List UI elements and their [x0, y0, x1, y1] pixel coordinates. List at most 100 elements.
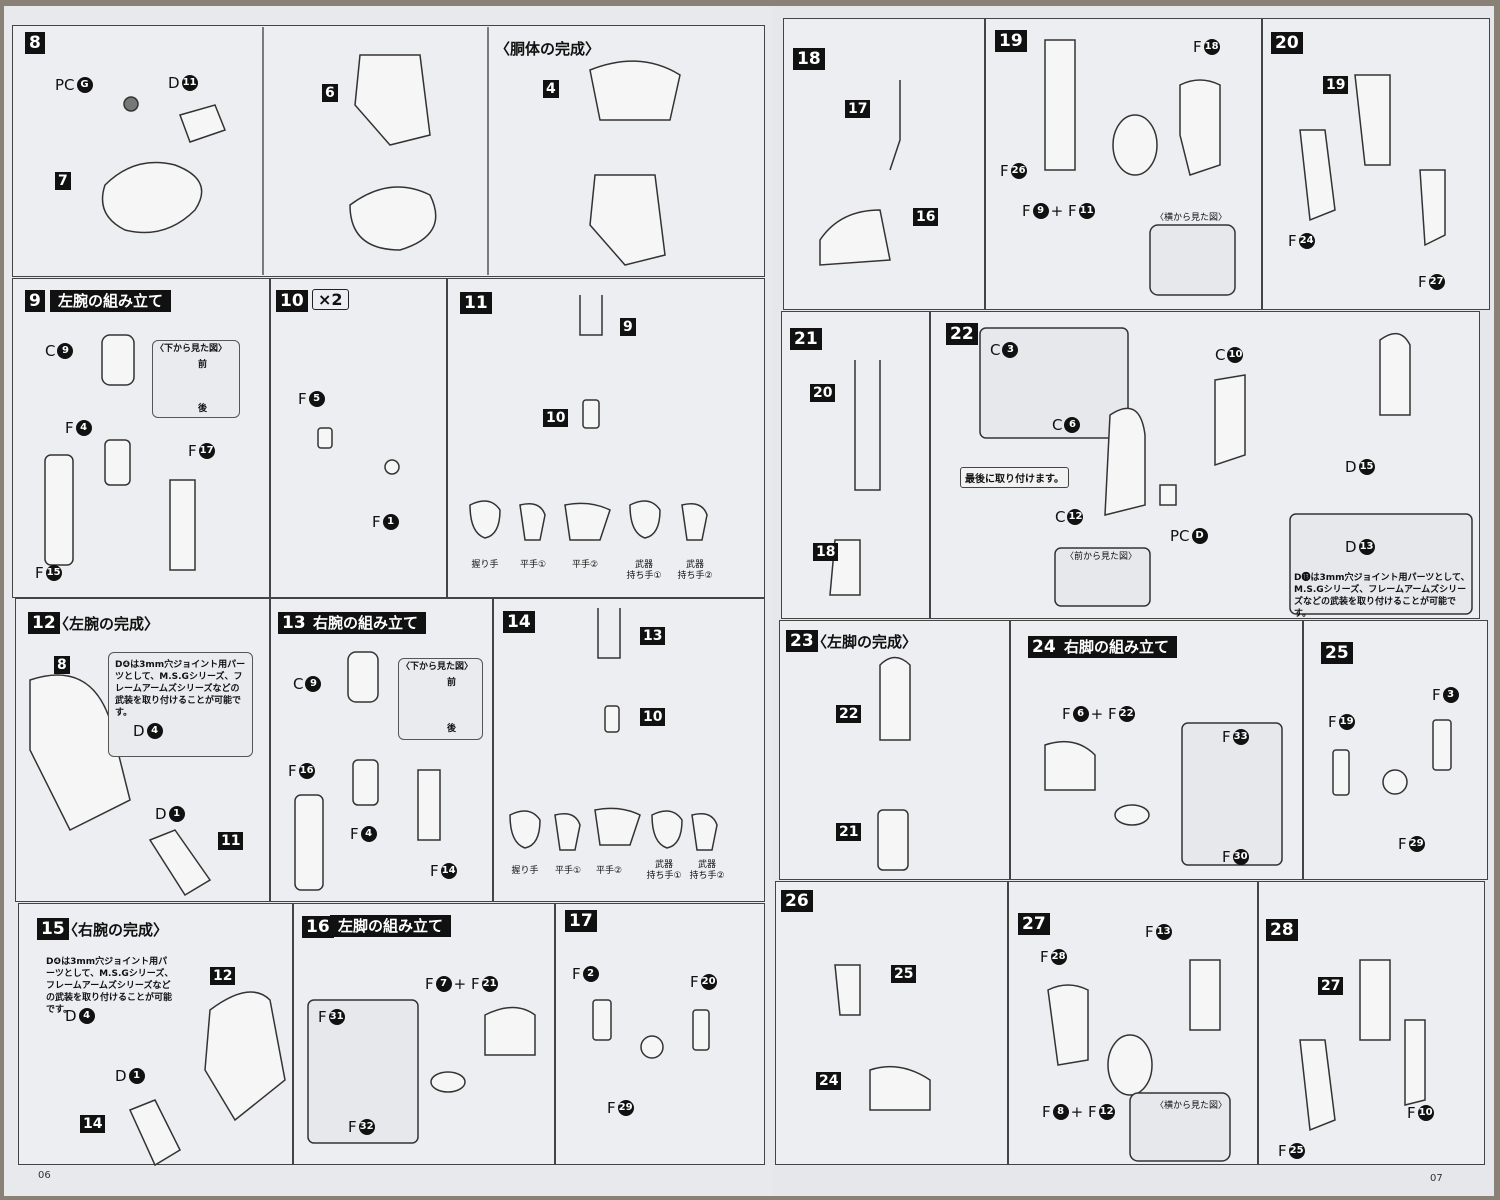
subassembly-label: 17	[845, 100, 871, 118]
view-label: 〈前から見た図〉	[1065, 552, 1138, 562]
step-title: 右脚の組み立て	[1056, 636, 1178, 658]
step-title: 左脚の組み立て	[330, 915, 452, 937]
step-number: 11	[460, 292, 492, 314]
step-number: 19	[995, 30, 1027, 52]
step-number: 21	[790, 328, 822, 350]
hand-label: 武器 持ち手①	[626, 560, 662, 581]
subassembly-label: 13	[640, 627, 666, 645]
panel-step-14	[493, 598, 765, 902]
panel-step-26	[775, 881, 1008, 1165]
step-number: 16	[302, 916, 334, 938]
step-title: 左腕の組み立て	[50, 290, 172, 312]
hand-label: 武器 持ち手②	[689, 860, 725, 881]
hand-label: 平手①	[554, 866, 582, 876]
subassembly-label: 10	[640, 708, 666, 726]
hand-label: 握り手	[471, 560, 499, 570]
step-number: 15	[37, 918, 69, 940]
hand-label: 武器 持ち手②	[677, 560, 713, 581]
quantity-badge: ×2	[312, 289, 349, 310]
view-note: 〈下から見た図〉前後	[152, 340, 240, 418]
panel-step-17	[555, 903, 765, 1165]
subassembly-label: 12	[210, 967, 236, 985]
page-number-left: 06	[38, 1170, 51, 1181]
subassembly-label: 4	[543, 80, 559, 98]
compatibility-note: D❹は3mm穴ジョイント用パーツとして、M.S.Gシリーズ、フレームアームズシリ…	[46, 957, 174, 1015]
subassembly-label: 21	[836, 823, 862, 841]
step-title: 〈左腕の完成〉	[54, 615, 160, 633]
compatibility-note: D⓭は3mm穴ジョイント用パーツとして、M.S.Gシリーズ、フレームアームズシリ…	[1294, 573, 1470, 619]
step-number: 23	[786, 630, 818, 652]
subassembly-label: 11	[218, 832, 244, 850]
step-number: 25	[1321, 642, 1353, 664]
step-number: 27	[1018, 913, 1050, 935]
panel-step-11	[447, 278, 765, 598]
step-title: 〈胴体の完成〉	[495, 40, 601, 58]
step-number: 17	[565, 910, 597, 932]
step-number: 18	[793, 48, 825, 70]
step-number: 13	[278, 612, 310, 634]
view-label: 〈横から見た図〉	[1155, 213, 1228, 223]
step-title: 〈右腕の完成〉	[63, 921, 169, 939]
view-note: 〈下から見た図〉前後	[398, 658, 483, 740]
subassembly-label: 6	[322, 84, 338, 102]
subassembly-label: 25	[891, 965, 917, 983]
step-title: 〈左脚の完成〉	[812, 633, 918, 651]
subassembly-label: 8	[54, 656, 70, 674]
step-number: 9	[25, 290, 45, 312]
step-number: 28	[1266, 919, 1298, 941]
subassembly-label: 27	[1318, 977, 1344, 995]
step-number: 26	[781, 890, 813, 912]
step-number: 22	[946, 323, 978, 345]
compatibility-note: D❹は3mm穴ジョイント用パーツとして、M.S.Gシリーズ、フレームアームズシリ…	[108, 652, 253, 757]
step-number: 12	[28, 612, 60, 634]
page-number-right: 07	[1430, 1173, 1443, 1184]
subassembly-label: 20	[810, 384, 836, 402]
panel-step-10	[270, 278, 447, 598]
step-number: 8	[25, 32, 45, 54]
subassembly-label: 14	[80, 1115, 106, 1133]
hand-label: 平手②	[571, 560, 599, 570]
hand-label: 平手②	[595, 866, 623, 876]
step-title: 右腕の組み立て	[305, 612, 427, 634]
view-label: 〈横から見た図〉	[1155, 1101, 1228, 1111]
callout-label: 最後に取り付けます。	[960, 467, 1069, 488]
subassembly-label: 7	[55, 172, 71, 190]
hand-label: 握り手	[511, 866, 539, 876]
step-number: 24	[1028, 636, 1060, 658]
subassembly-label: 24	[816, 1072, 842, 1090]
